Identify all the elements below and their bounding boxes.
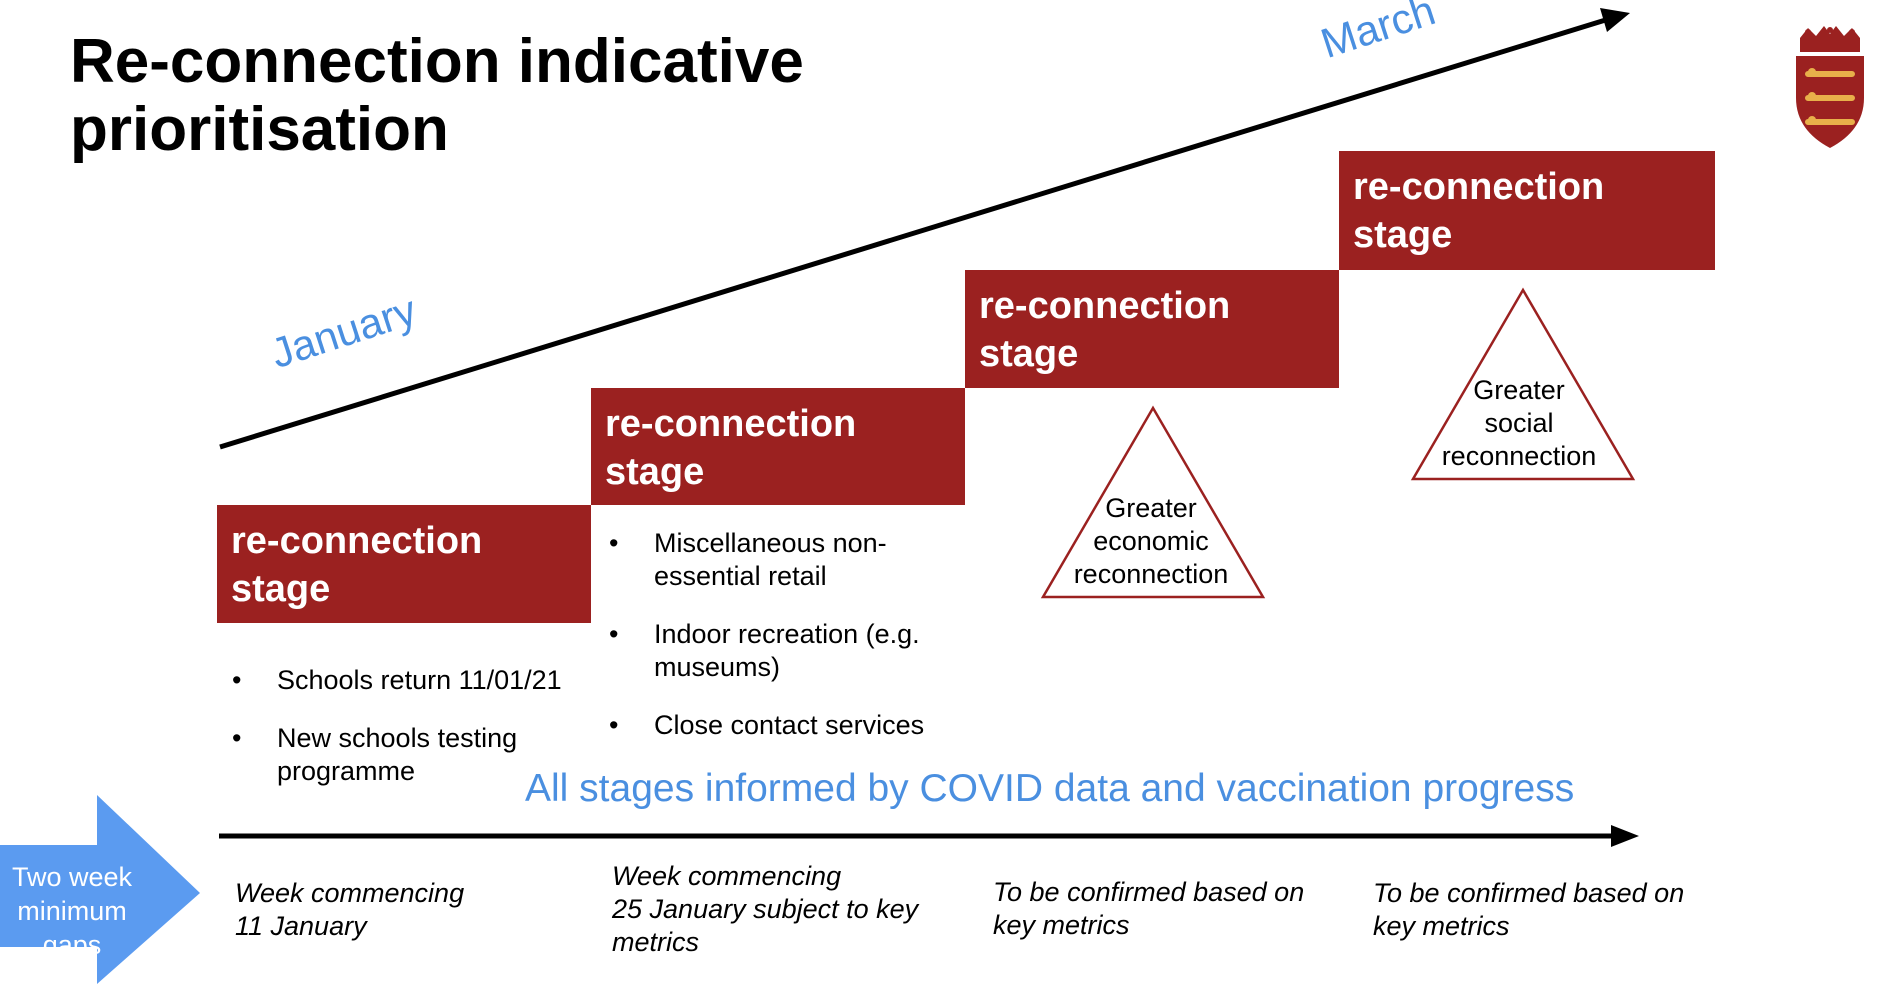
triangle-line: Greater — [1105, 493, 1197, 523]
timing-line: Week commencing — [235, 878, 465, 908]
triangle-economic-icon — [1040, 405, 1266, 599]
triangle-line: reconnection — [1441, 441, 1597, 471]
page-title: Re-connection indicative prioritisation — [70, 28, 804, 164]
banner-text: All stages informed by COVID data and va… — [525, 767, 1575, 810]
jersey-crest-icon — [1796, 26, 1864, 148]
stage-box-3: re-connection stage — [965, 270, 1339, 388]
triangle-line: Greater — [1473, 375, 1565, 405]
list-item: Close contact services — [609, 709, 949, 742]
gap-line: gaps — [42, 930, 102, 960]
stage-label-line: re-connection — [231, 520, 483, 562]
stage-2-timing: Week commencing 25 January subject to ke… — [612, 860, 962, 959]
stage-1-timing: Week commencing 11 January — [235, 877, 585, 943]
gap-line: Two week — [11, 862, 133, 892]
timing-line: key metrics — [1373, 911, 1510, 941]
gap-line: minimum — [17, 896, 127, 926]
list-item: New schools testing programme — [232, 722, 592, 788]
stage-4-timing: To be confirmed based on key metrics — [1373, 877, 1723, 943]
gap-arrow-text: Two week minimum gaps — [0, 860, 144, 962]
timing-line: metrics — [612, 927, 699, 957]
triangle-social-text: Greater social reconnection — [1408, 374, 1630, 473]
stage-label-line: stage — [979, 333, 1079, 375]
timing-line: 11 January — [235, 911, 367, 941]
stage-label-line: stage — [605, 451, 705, 493]
stage-box-2: re-connection stage — [591, 388, 965, 505]
stage-label-line: re-connection — [605, 403, 857, 445]
stage-3-timing: To be confirmed based on key metrics — [993, 876, 1343, 942]
stage-label-line: re-connection — [1353, 166, 1605, 208]
triangle-economic-text: Greater economic reconnection — [1040, 492, 1262, 591]
list-item: Indoor recreation (e.g. museums) — [609, 618, 949, 684]
timing-line: To be confirmed based on — [1373, 878, 1685, 908]
stage-1-items: Schools return 11/01/21 New schools test… — [232, 664, 592, 813]
stage-box-1: re-connection stage — [217, 505, 591, 623]
title-line-1: Re-connection indicative — [70, 27, 804, 96]
triangle-line: social — [1484, 408, 1554, 438]
timing-line: 25 January subject to key — [612, 894, 919, 924]
stage-label-line: re-connection — [979, 285, 1231, 327]
timing-line: To be confirmed based on — [993, 877, 1305, 907]
stage-label-line: stage — [231, 568, 331, 610]
stage-2-items: Miscellaneous non-essential retail Indoo… — [609, 527, 949, 767]
triangle-social-icon — [1410, 287, 1636, 481]
timing-line: key metrics — [993, 910, 1130, 940]
triangle-line: reconnection — [1073, 559, 1229, 589]
block-arrow-icon — [0, 795, 200, 984]
timeline-horizontal-arrow — [219, 825, 1639, 847]
list-item: Schools return 11/01/21 — [232, 664, 592, 697]
stage-label-line: stage — [1353, 214, 1453, 256]
title-line-2: prioritisation — [70, 95, 449, 164]
list-item: Miscellaneous non-essential retail — [609, 527, 949, 593]
timing-line: Week commencing — [612, 861, 842, 891]
stage-box-4: re-connection stage — [1339, 151, 1715, 270]
triangle-line: economic — [1093, 526, 1209, 556]
